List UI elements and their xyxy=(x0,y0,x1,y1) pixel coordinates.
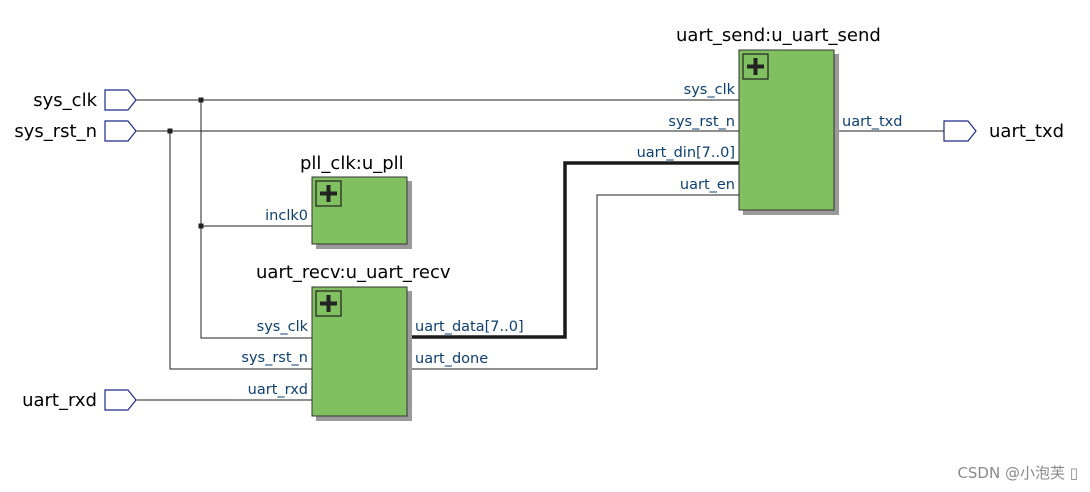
plus-icon-v xyxy=(753,58,758,75)
pin-label-recv-uart-rxd: uart_rxd xyxy=(248,382,308,398)
port-label-sys-clk: sys_clk xyxy=(33,90,97,111)
input-port-sys-clk[interactable]: sys_clk xyxy=(33,89,137,111)
bus-uart-data-to-din[interactable] xyxy=(391,161,754,339)
output-port-uart-txd[interactable]: uart_txd xyxy=(943,120,1064,142)
pin-label-recv-sys-clk: sys_clk xyxy=(257,319,309,335)
wire-sys-clk-to-recv[interactable] xyxy=(200,226,312,339)
junction-dot xyxy=(198,97,204,103)
plus-icon[interactable] xyxy=(315,180,342,207)
plus-icon-v xyxy=(326,185,331,202)
junction-dot xyxy=(198,223,204,229)
pin-label-recv-sys-rst-n: sys_rst_n xyxy=(241,350,308,366)
port-label-uart-rxd: uart_rxd xyxy=(22,390,97,411)
module-send[interactable]: uart_send:u_uart_send sys_clk sys_rst_n … xyxy=(637,25,903,215)
module-title-recv: uart_recv:u_uart_recv xyxy=(256,262,451,283)
pin-label-inclk0: inclk0 xyxy=(265,208,308,224)
port-pin-shape xyxy=(104,89,137,111)
input-port-uart-rxd[interactable]: uart_rxd xyxy=(22,389,137,411)
junctions xyxy=(167,97,204,229)
plus-icon[interactable] xyxy=(742,53,769,80)
junction-dot xyxy=(167,128,173,134)
pin-label-send-sys-clk: sys_clk xyxy=(684,82,736,98)
port-pin-shape xyxy=(943,120,977,142)
module-pll[interactable]: pll_clk:u_pll inclk0 xyxy=(265,153,412,249)
module-title-send: uart_send:u_uart_send xyxy=(676,25,881,46)
input-port-sys-rst-n[interactable]: sys_rst_n xyxy=(14,120,137,142)
port-label-uart-txd: uart_txd xyxy=(989,121,1064,142)
pin-label-uart-data: uart_data[7..0] xyxy=(415,319,524,335)
plus-icon-v xyxy=(326,295,331,312)
port-label-sys-rst-n: sys_rst_n xyxy=(14,121,97,142)
wires xyxy=(136,99,944,401)
module-recv[interactable]: uart_recv:u_uart_recv sys_clk sys_rst_n … xyxy=(241,262,524,421)
port-pin-shape xyxy=(104,120,137,142)
wire-sys-rst-n-to-recv[interactable] xyxy=(169,131,312,370)
pin-label-send-uart-txd: uart_txd xyxy=(842,114,902,130)
pin-label-uart-din: uart_din[7..0] xyxy=(637,145,735,161)
pin-label-send-sys-rst-n: sys_rst_n xyxy=(668,114,735,130)
plus-icon[interactable] xyxy=(315,290,342,317)
port-pin-shape xyxy=(104,389,137,411)
watermark-text: CSDN @小泡芙 ▯ xyxy=(957,464,1078,482)
module-title-pll: pll_clk:u_pll xyxy=(300,153,404,174)
wire-uart-done-to-en[interactable] xyxy=(391,194,754,370)
module-body-pll[interactable] xyxy=(311,176,408,245)
pin-label-uart-done: uart_done xyxy=(415,351,488,367)
pin-label-uart-en: uart_en xyxy=(680,177,735,193)
